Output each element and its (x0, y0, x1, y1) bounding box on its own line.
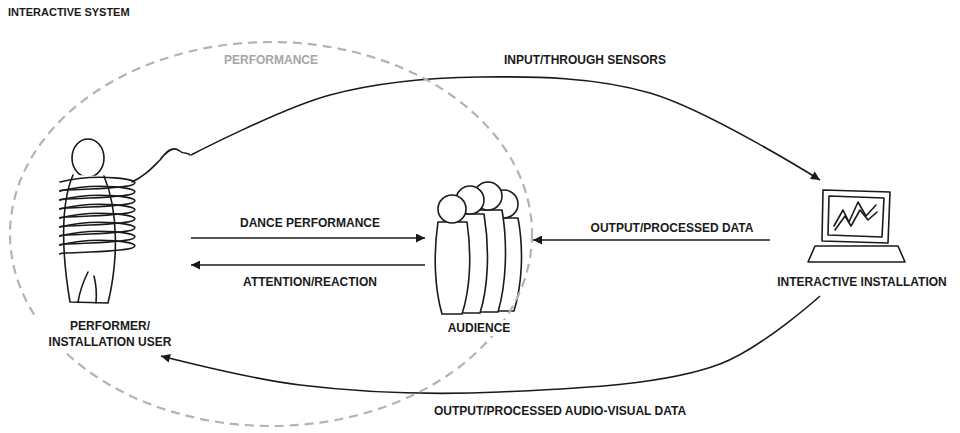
connector-arrow (533, 239, 770, 241)
edge-label: DANCE PERFORMANCE (237, 216, 383, 230)
laptop-base (808, 246, 905, 262)
edge-label: OUTPUT/PROCESSED DATA (588, 221, 757, 235)
audience-figure: AUDIENCE (425, 175, 533, 342)
performance-outline (10, 42, 532, 426)
audience-head (438, 195, 466, 223)
connector-arrow (191, 77, 820, 180)
performer-body (64, 175, 116, 303)
diagram-title: INTERACTIVE SYSTEM (8, 6, 130, 18)
edge-label: ATTENTION/REACTION (240, 275, 380, 289)
node-label: AUDIENCE (446, 320, 513, 336)
region-label: PERFORMANCE (222, 52, 320, 68)
performance-region: PERFORMER/ INSTALLATION USER AUDIENCE PERF… (8, 40, 534, 428)
edge-label: INPUT/THROUGH SENSORS (501, 53, 669, 67)
performer-coil (60, 177, 135, 254)
laptop-screen (822, 190, 890, 243)
performer-head (72, 139, 104, 177)
audience-figures (435, 182, 521, 314)
node-label: INTERACTIVE INSTALLATION (775, 274, 949, 290)
dashed-ellipse (8, 40, 534, 428)
coil-stroke (60, 240, 135, 254)
performer-legs (78, 272, 96, 303)
performer-figure: PERFORMER/ INSTALLATION USER (29, 135, 191, 356)
connector-arrow (191, 264, 425, 266)
laptop-chart (835, 210, 877, 230)
laptop-display (828, 196, 884, 237)
connector-arrow (191, 237, 425, 239)
edge-label: OUTPUT/PROCESSED AUDIO-VISUAL DATA (431, 404, 689, 418)
laptop-icon (808, 190, 905, 262)
installation-node: INTERACTIVE INSTALLATION (770, 180, 954, 296)
connector-arrow (161, 296, 820, 393)
node-label: PERFORMER/ INSTALLATION USER (33, 318, 187, 350)
performer-ribbon (132, 149, 190, 182)
audience-body (435, 222, 470, 314)
